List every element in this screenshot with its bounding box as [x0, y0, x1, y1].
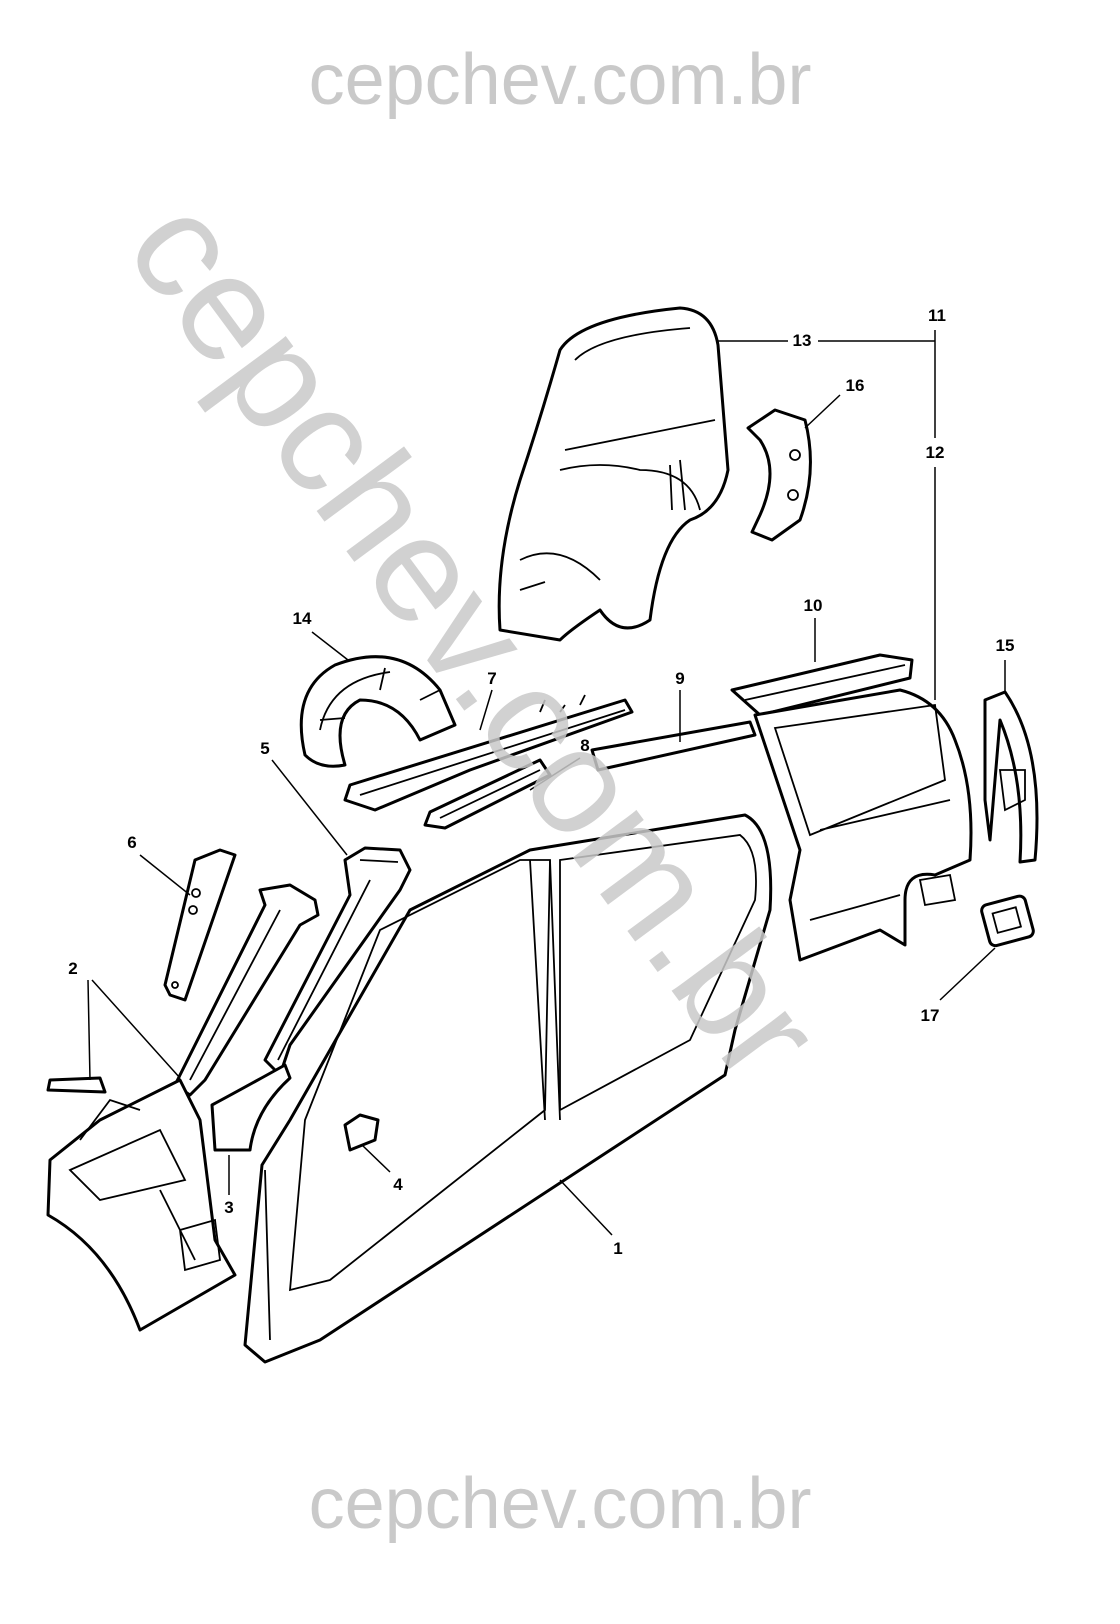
callout-11: 11 — [928, 306, 946, 325]
part-14-wheel-arch — [299, 655, 457, 768]
callout-5: 5 — [260, 739, 269, 758]
part-2-pillar-reinforcement — [173, 883, 320, 1097]
callout-14: 14 — [293, 609, 312, 628]
part-3-lower-pillar-panel — [210, 1063, 292, 1152]
part-16-bracket — [746, 408, 812, 542]
part-2-front-inner-structure — [46, 1076, 237, 1332]
callout-13: 13 — [793, 331, 812, 350]
leader-lines — [87, 330, 1006, 1236]
callout-10: 10 — [804, 596, 823, 615]
callout-labels: 1 2 3 4 5 6 7 8 9 10 11 12 13 14 15 16 1… — [68, 306, 1014, 1258]
watermark-top: cepchev.com.br — [309, 40, 812, 120]
callout-1: 1 — [613, 1239, 622, 1258]
callout-16: 16 — [846, 376, 865, 395]
callout-15: 15 — [996, 636, 1015, 655]
part-1-body-side-frame — [243, 813, 773, 1364]
callout-2: 2 — [68, 959, 77, 978]
part-9-frame-strip — [590, 720, 757, 772]
callout-6: 6 — [127, 833, 136, 852]
callout-12: 12 — [926, 443, 945, 462]
callout-17: 17 — [921, 1006, 940, 1025]
callout-8: 8 — [580, 736, 589, 755]
watermark-bottom: cepchev.com.br — [309, 1464, 812, 1544]
callout-3: 3 — [224, 1198, 233, 1217]
part-7-roof-rail — [343, 694, 634, 812]
part-5-a-pillar — [263, 846, 412, 1077]
callout-4: 4 — [393, 1175, 403, 1194]
callout-7: 7 — [487, 669, 496, 688]
callout-9: 9 — [675, 669, 684, 688]
part-12-quarter-outer-panel — [753, 688, 973, 962]
part-15-rear-liner — [983, 690, 1039, 864]
part-17-fuel-door — [980, 894, 1035, 948]
part-10-upper-rail — [730, 653, 914, 717]
part-6-pillar-trim — [163, 848, 237, 1002]
part-8-reinforcement — [423, 758, 552, 830]
part-4-small-bracket — [343, 1113, 380, 1152]
part-13-inner-quarter-panel — [497, 306, 730, 642]
